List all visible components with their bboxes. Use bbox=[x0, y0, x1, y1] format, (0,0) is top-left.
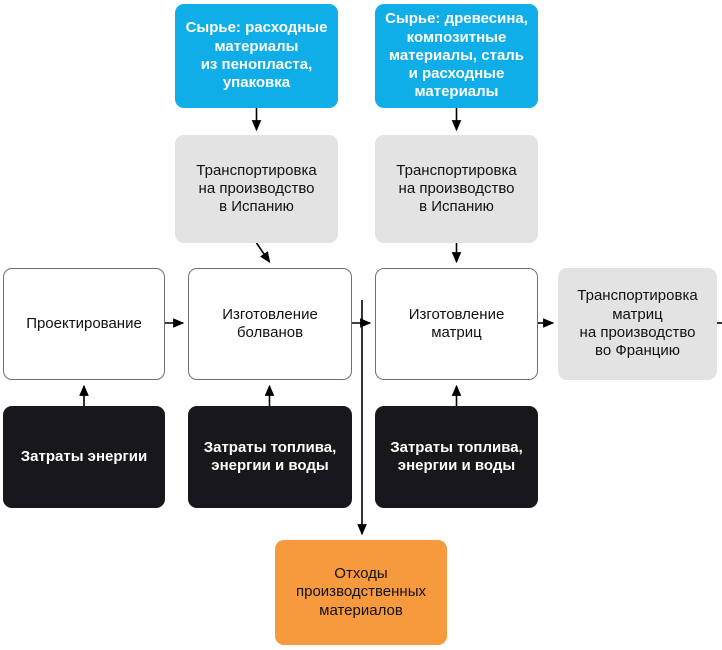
node-fuel-energy-water-costs-2: Затраты топлива, энергии и воды bbox=[375, 406, 538, 508]
node-design: Проектирование bbox=[3, 268, 165, 380]
node-mould-manufacturing: Изготовление матриц bbox=[375, 268, 538, 380]
node-raw-materials-wood: Сырье: древесина, композитные материалы,… bbox=[375, 4, 538, 108]
node-transport-to-spain-left: Транспортировка на производство в Испани… bbox=[175, 135, 338, 243]
node-plug-manufacturing: Изготовление болванов bbox=[188, 268, 352, 380]
node-transport-moulds-france: Транспортировка матриц на производство в… bbox=[558, 268, 717, 380]
connector-transport-left-to-plug bbox=[255, 242, 271, 264]
node-transport-to-spain-right: Транспортировка на производство в Испани… bbox=[375, 135, 538, 243]
node-production-material-waste: Отходы производственных материалов bbox=[275, 540, 447, 645]
node-raw-materials-foam: Сырье: расходные материалы из пенопласта… bbox=[175, 4, 338, 108]
node-fuel-energy-water-costs-1: Затраты топлива, энергии и воды bbox=[188, 406, 352, 508]
node-energy-costs: Затраты энергии bbox=[3, 406, 165, 508]
